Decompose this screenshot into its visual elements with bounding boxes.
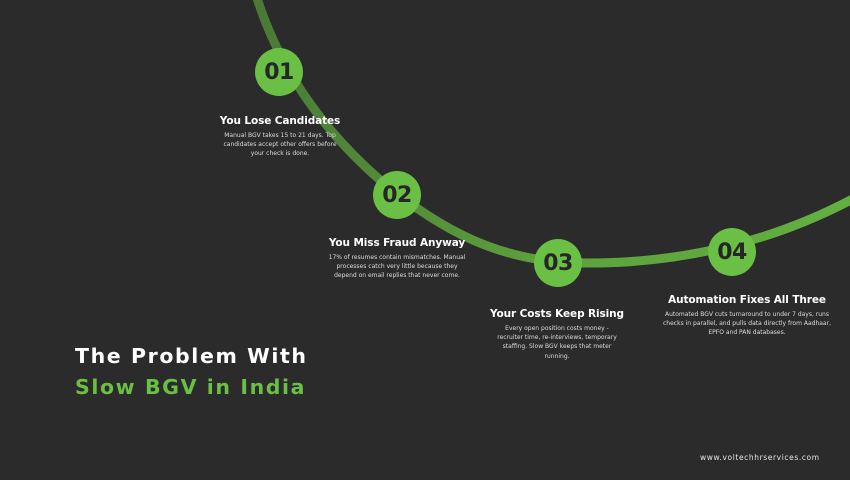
- step-01-title: You Lose Candidates: [219, 115, 341, 127]
- headline-line-2: Slow BGV in India: [75, 375, 307, 399]
- step-04-description: Automated BGV cuts turnaround to under 7…: [663, 311, 831, 337]
- step-04: Automation Fixes All Three Automated BGV…: [662, 294, 832, 338]
- step-04-badge: 04: [708, 228, 756, 276]
- page-headline: The Problem With Slow BGV in India: [75, 341, 308, 403]
- step-01-badge: 01: [255, 48, 303, 96]
- step-01: You Lose Candidates Manual BGV takes 15 …: [205, 115, 355, 159]
- step-02-badge: 02: [373, 171, 421, 219]
- step-01-description: Manual BGV takes 15 to 21 days. Top cand…: [223, 132, 337, 158]
- step-04-title: Automation Fixes All Three: [668, 294, 826, 306]
- website-url: www.voltechhrservices.com: [700, 453, 820, 462]
- step-03: Your Costs Keep Rising Every open positi…: [482, 308, 632, 361]
- headline-line-1: The Problem With: [75, 344, 308, 368]
- step-03-description: Every open position costs money - recrui…: [497, 325, 617, 360]
- step-02: You Miss Fraud Anyway 17% of resumes con…: [322, 237, 472, 281]
- step-03-title: Your Costs Keep Rising: [490, 308, 624, 320]
- step-03-badge: 03: [534, 239, 582, 287]
- step-02-title: You Miss Fraud Anyway: [328, 237, 466, 249]
- step-02-description: 17% of resumes contain mismatches. Manua…: [328, 254, 466, 280]
